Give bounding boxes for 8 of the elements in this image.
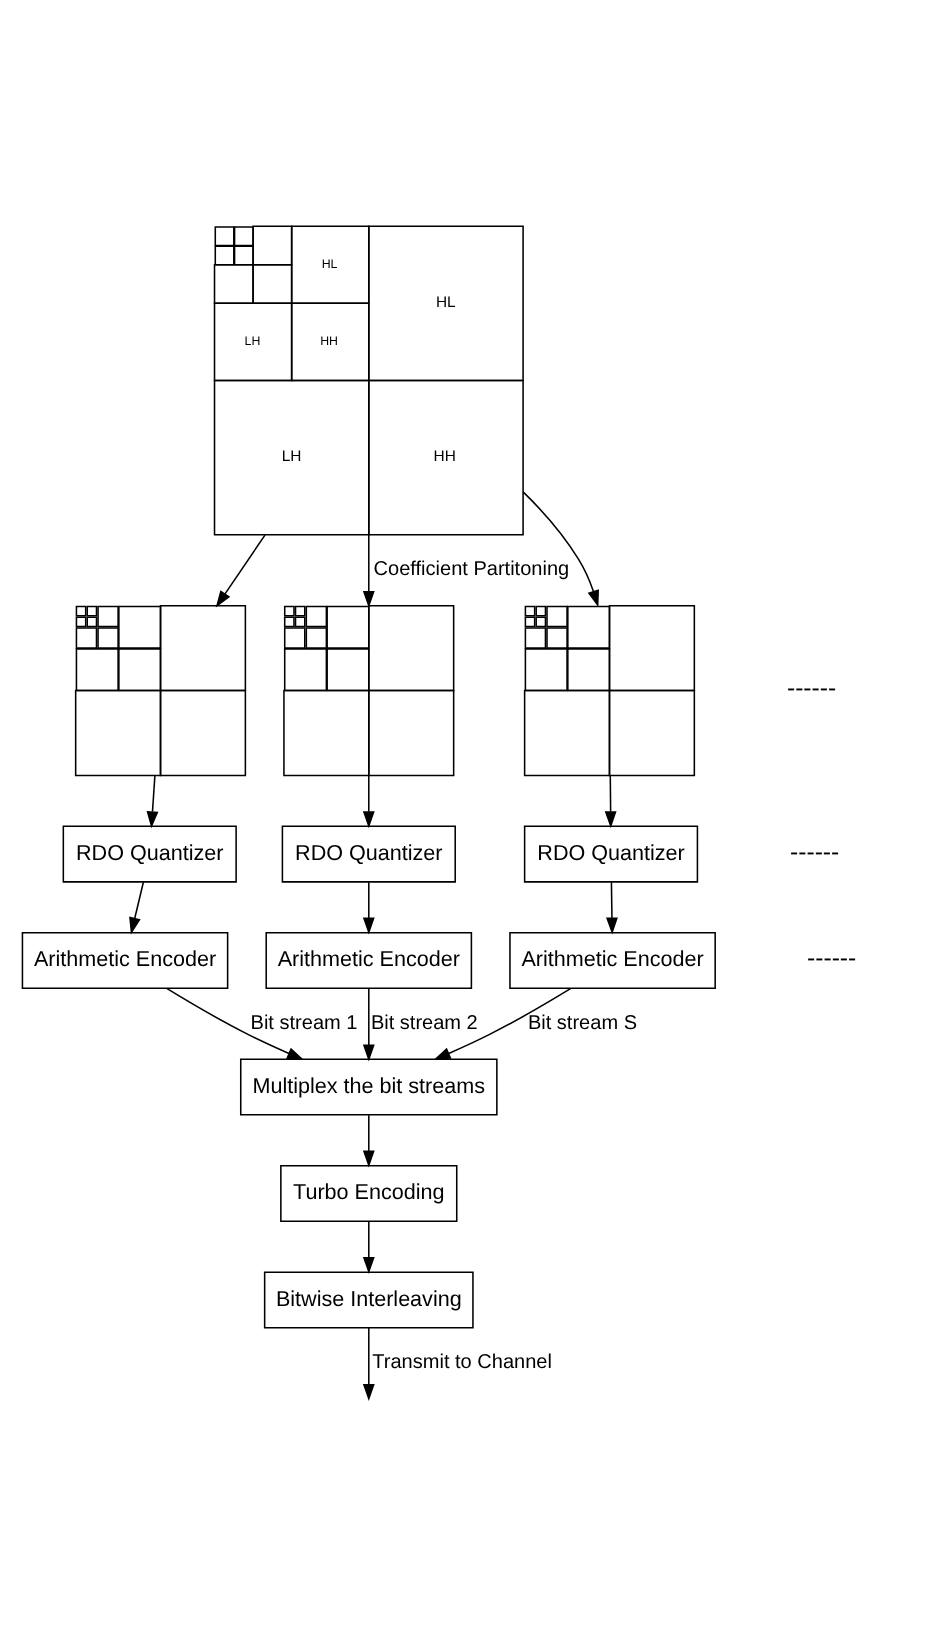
label: ------ <box>790 837 840 866</box>
edge-label: Bit stream S <box>527 1013 638 1036</box>
edge-label: Bit stream 1 <box>250 1013 358 1036</box>
edge-label: Bit stream 2 <box>370 1013 478 1036</box>
label: ------ <box>807 944 857 973</box>
edge-label: Transmit to Channel <box>372 1352 552 1375</box>
edge-label: Coefficient Partitoning <box>373 559 570 582</box>
label: ------ <box>786 674 837 703</box>
